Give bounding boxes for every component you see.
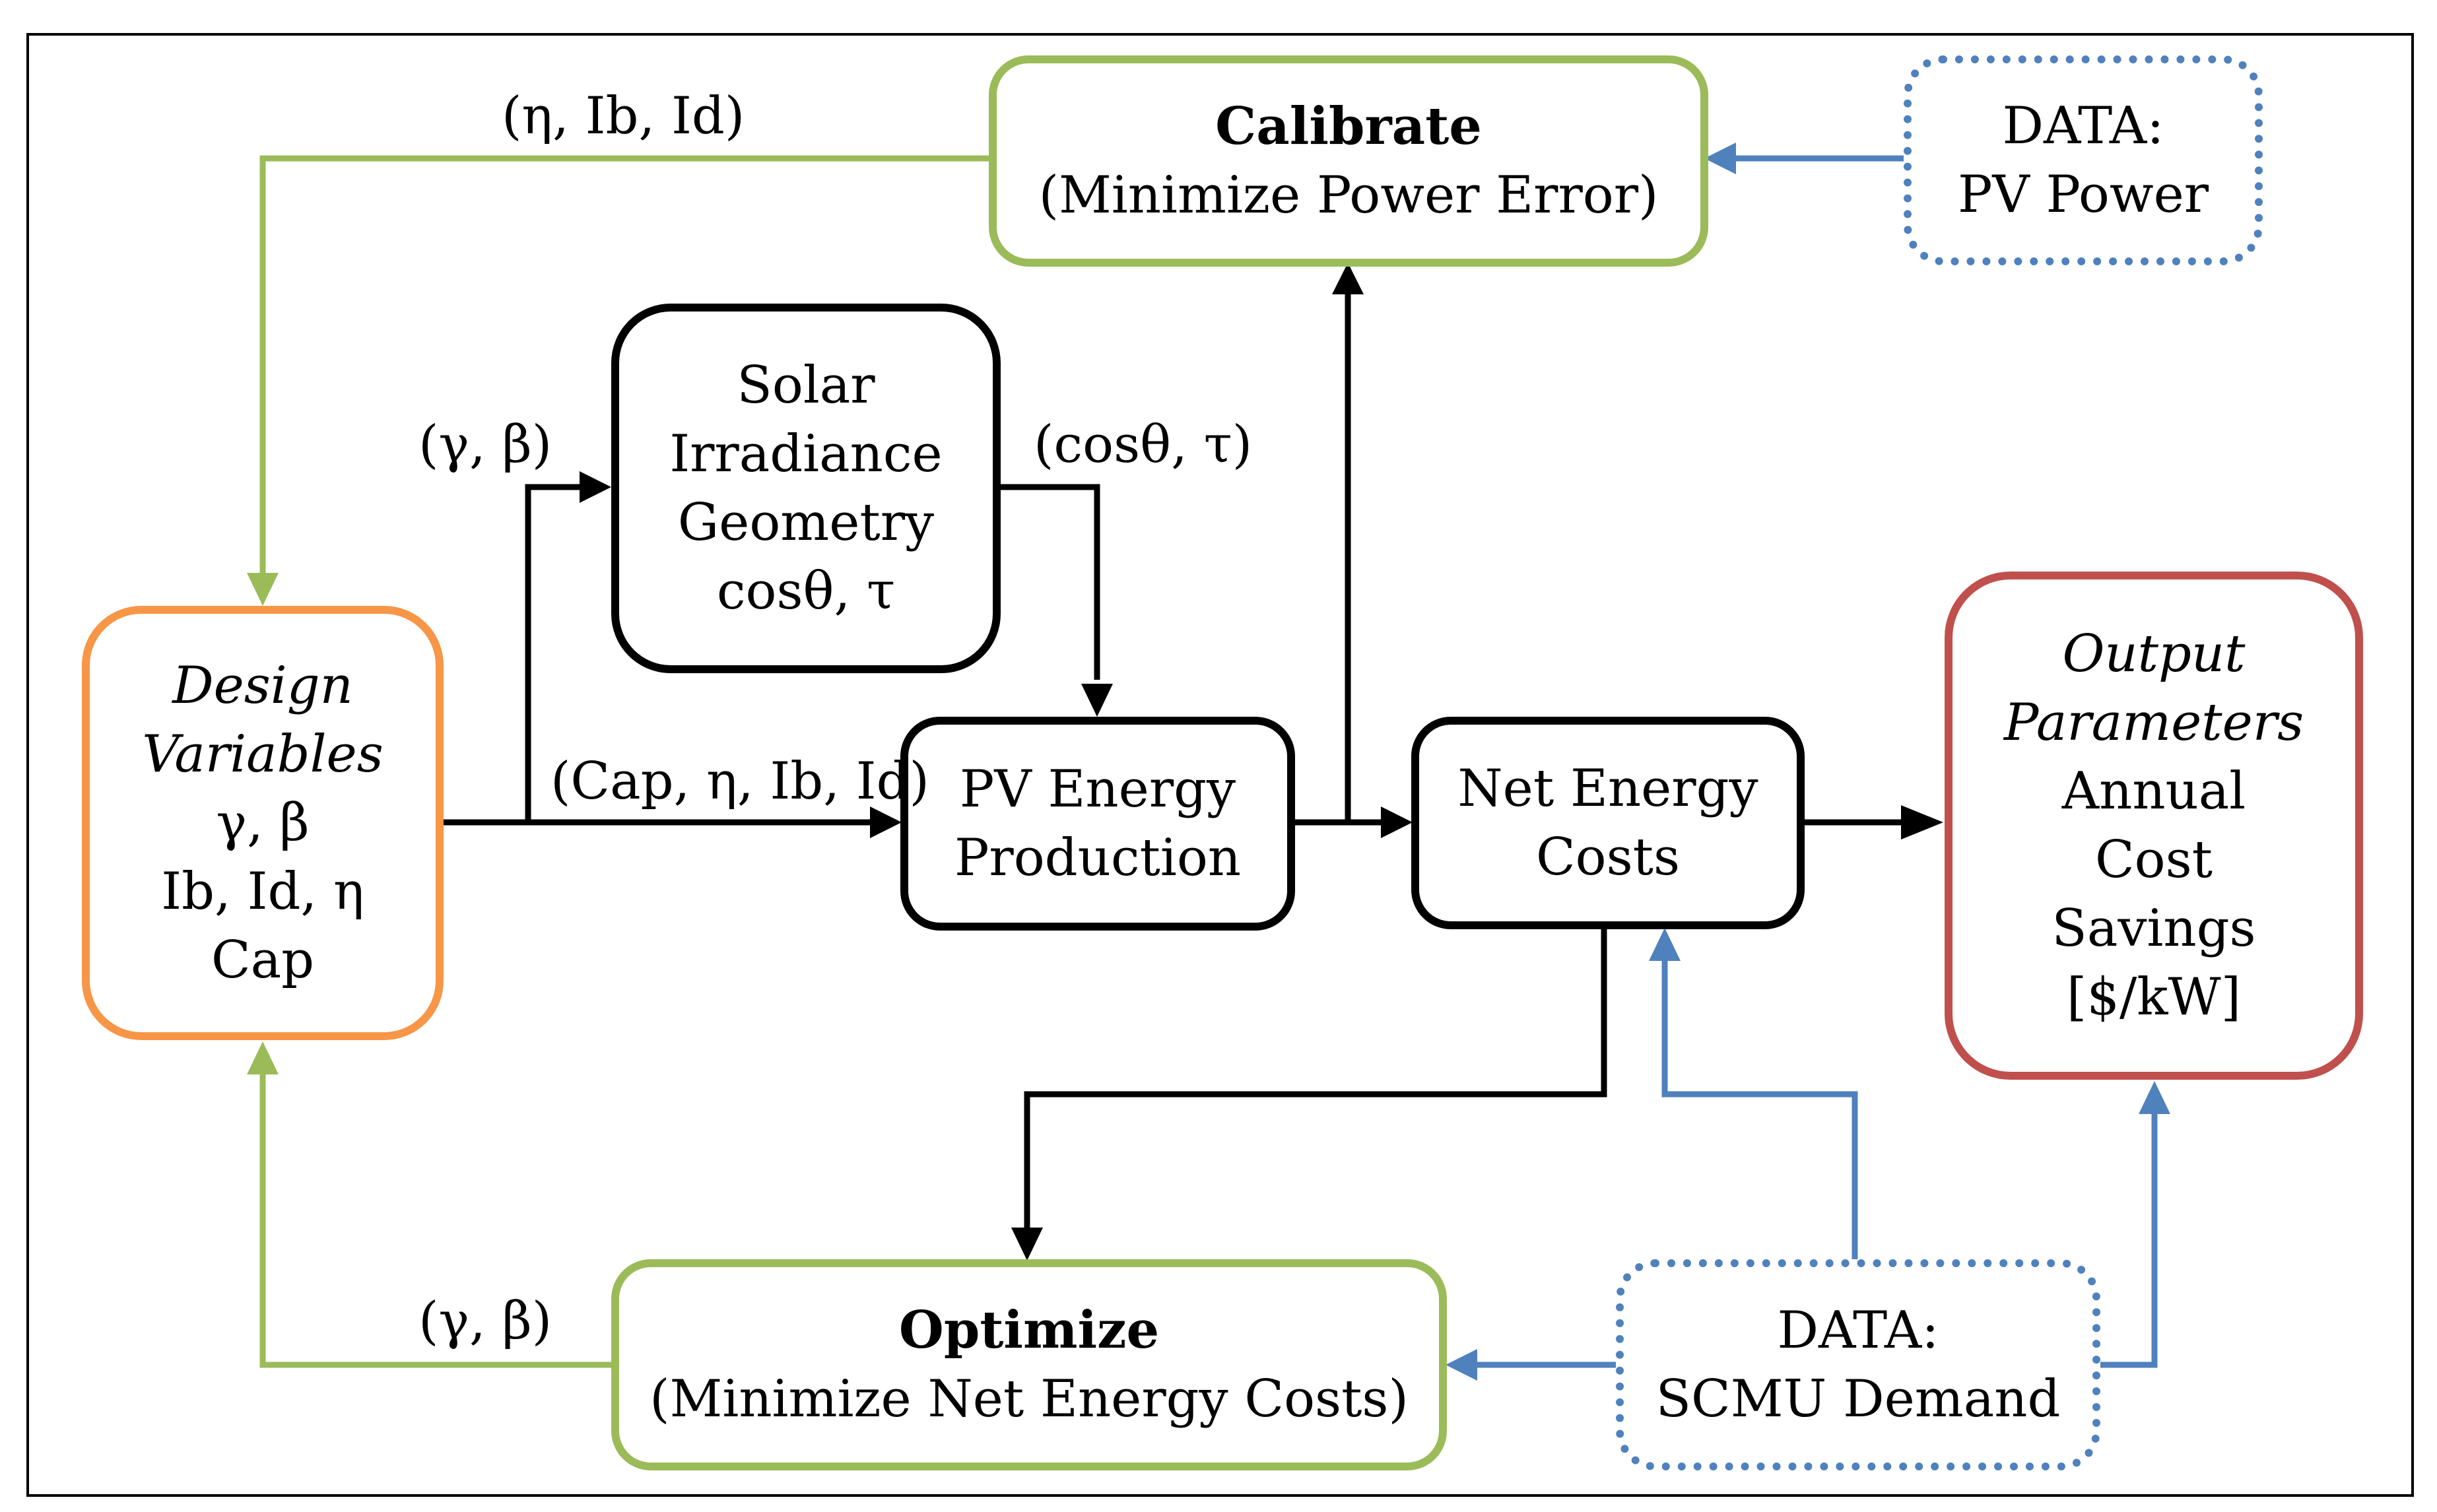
arrowhead-calibrate-to-design bbox=[247, 573, 279, 606]
edge-solar-to-pv bbox=[998, 484, 1100, 680]
label-design-to-pv: (Cap, η, Ib, Id) bbox=[551, 752, 929, 811]
arrowhead-into-optimize-data bbox=[1446, 1349, 1477, 1381]
arrowhead-optimize-to-design bbox=[247, 1041, 279, 1074]
solar-geometry-line3: Geometry bbox=[677, 493, 935, 552]
edge-scmu-to-output bbox=[2098, 1114, 2158, 1368]
output-parameters-line6: [$/kW] bbox=[2066, 968, 2242, 1027]
edge-scmu-to-net bbox=[1661, 961, 1858, 1261]
pv-energy-line2: Production bbox=[954, 828, 1242, 888]
edge-calibrate-to-design bbox=[259, 155, 991, 573]
calibrate-node: Calibrate (Minimize Power Error) bbox=[989, 55, 1708, 267]
edge-design-to-solar bbox=[525, 484, 580, 822]
optimize-title: Optimize bbox=[898, 1300, 1160, 1360]
output-parameters-line3: Annual bbox=[2061, 762, 2246, 821]
output-parameters-node: Output Parameters Annual Cost Savings [$… bbox=[1945, 572, 2363, 1080]
arrowhead-into-net bbox=[1381, 806, 1413, 838]
solar-geometry-line2: Irradiance bbox=[669, 424, 943, 484]
net-energy-node: Net Energy Costs bbox=[1411, 717, 1805, 929]
optimize-node: Optimize (Minimize Net Energy Costs) bbox=[611, 1259, 1447, 1470]
design-variables-line2: Variables bbox=[142, 725, 384, 784]
optimize-subtitle: (Minimize Net Energy Costs) bbox=[650, 1369, 1409, 1429]
arrowhead-into-calibrate-data bbox=[1704, 143, 1736, 174]
pv-energy-line1: PV Energy bbox=[959, 760, 1236, 819]
label-design-to-solar: (γ, β) bbox=[418, 415, 552, 475]
arrowhead-into-calibrate bbox=[1332, 263, 1364, 294]
design-variables-line5: Cap bbox=[211, 931, 315, 990]
solar-geometry-node: Solar Irradiance Geometry cosθ, τ bbox=[611, 304, 1001, 673]
diagram-frame bbox=[26, 33, 2414, 1497]
design-variables-line1: Design bbox=[172, 656, 353, 715]
arrowhead-into-net-data bbox=[1649, 928, 1681, 961]
design-variables-line4: Ib, Id, η bbox=[161, 862, 364, 921]
edge-net-to-optimize bbox=[1024, 929, 1607, 1228]
output-parameters-line4: Cost bbox=[2094, 830, 2213, 890]
calibrate-title: Calibrate bbox=[1215, 96, 1482, 156]
net-energy-line2: Costs bbox=[1535, 828, 1681, 887]
data-scmu-line2: SCMU Demand bbox=[1655, 1369, 2061, 1429]
net-energy-line1: Net Energy bbox=[1457, 759, 1758, 818]
design-variables-node: Design Variables γ, β Ib, Id, η Cap bbox=[82, 606, 444, 1040]
arrowhead-into-output bbox=[1901, 805, 1943, 839]
data-scmu-line1: DATA: bbox=[1777, 1301, 1939, 1360]
arrowhead-into-solar bbox=[580, 471, 611, 503]
arrowhead-into-optimize bbox=[1011, 1228, 1043, 1261]
arrowhead-into-pv bbox=[870, 806, 902, 838]
output-parameters-line1: Output bbox=[2062, 624, 2246, 684]
arrowhead-solar-to-pv bbox=[1081, 684, 1113, 717]
data-pv-power-line2: PV Power bbox=[1957, 165, 2209, 224]
pv-energy-node: PV Energy Production bbox=[900, 717, 1295, 931]
label-calibrate-to-design: (η, Ib, Id) bbox=[502, 86, 745, 146]
data-pv-power-node: DATA: PV Power bbox=[1904, 55, 2263, 265]
solar-geometry-line4: cosθ, τ bbox=[716, 562, 896, 621]
edge-optimize-to-design bbox=[259, 1074, 614, 1368]
design-variables-line3: γ, β bbox=[216, 793, 310, 853]
output-parameters-line2: Parameters bbox=[2003, 693, 2304, 752]
arrowhead-into-output-data bbox=[2139, 1081, 2170, 1114]
output-parameters-line5: Savings bbox=[2052, 899, 2256, 958]
calibrate-subtitle: (Minimize Power Error) bbox=[1038, 166, 1659, 225]
label-solar-to-pv: (cosθ, τ) bbox=[1034, 415, 1253, 475]
data-pv-power-line1: DATA: bbox=[2002, 96, 2164, 156]
label-optimize-to-design: (γ, β) bbox=[418, 1292, 552, 1351]
data-scmu-node: DATA: SCMU Demand bbox=[1616, 1259, 2100, 1470]
solar-geometry-line1: Solar bbox=[737, 356, 875, 415]
